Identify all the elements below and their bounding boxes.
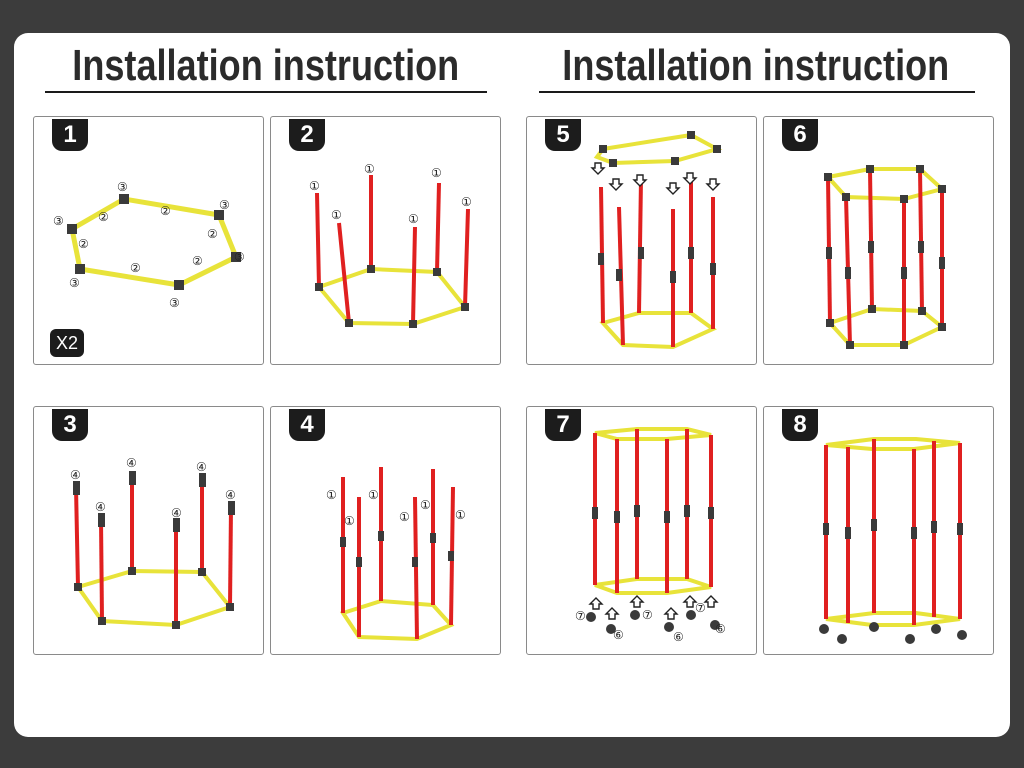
part-label-tall-connector: ④	[95, 500, 106, 514]
part-label-tall-connector: ④	[225, 488, 236, 502]
part-label-rail: ②	[78, 237, 89, 251]
down-arrow-icon-set	[590, 162, 721, 195]
part-label-upright: ①	[364, 162, 375, 176]
step-8-panel: 8	[763, 406, 994, 655]
part-label-connector: ③	[169, 296, 180, 310]
part-label-caster-sleeve: ⑦	[642, 608, 653, 622]
part-label-upright: ①	[326, 488, 337, 502]
part-label-upright: ①	[431, 166, 442, 180]
part-label-rail: ②	[160, 204, 171, 218]
step-5-panel: 5	[526, 116, 757, 365]
step-3-panel: 3 ④ ④ ④ ④ ④ ④	[33, 406, 264, 655]
up-arrow-icon-set	[588, 595, 719, 620]
part-label-caster-wheel: ⑥	[613, 628, 624, 642]
part-label-tall-connector: ④	[171, 506, 182, 520]
step-4-panel: 4 ① ① ① ① ① ①	[270, 406, 501, 655]
step-3-diagram: ④ ④ ④ ④ ④ ④	[70, 456, 236, 629]
step-1-badge: 1	[52, 119, 88, 151]
step-4-badge: 4	[289, 409, 325, 441]
part-label-upright: ①	[309, 179, 320, 193]
part-label-tall-connector: ④	[70, 468, 81, 482]
part-label-set: ③ ③ ③ ③ ③ ③ ② ② ② ② ② ②	[53, 180, 245, 310]
heading-right-underline	[539, 91, 975, 93]
step-5-diagram	[590, 131, 723, 350]
rail-set	[69, 196, 239, 288]
part-label-upright: ①	[420, 498, 431, 512]
part-label-caster-wheel: ⑥	[715, 622, 726, 636]
part-label-caster-sleeve: ⑦	[575, 609, 586, 623]
step-6-diagram	[824, 165, 947, 349]
part-label-tall-connector: ④	[196, 460, 207, 474]
quantity-x2-badge: X2	[50, 329, 84, 357]
part-label-connector: ③	[234, 250, 245, 264]
part-label-caster-wheel: ⑥	[673, 630, 684, 644]
part-label-upright: ①	[455, 508, 466, 522]
part-label-upright: ①	[331, 208, 342, 222]
step-1-panel: 1 ③ ③ ③ ③ ③ ③ ② ② ② ② ② ② X	[33, 116, 264, 365]
part-label-upright: ①	[399, 510, 410, 524]
part-label-rail: ②	[98, 210, 109, 224]
part-label-connector: ③	[53, 214, 64, 228]
step-5-badge: 5	[545, 119, 581, 151]
part-label-connector: ③	[117, 180, 128, 194]
part-label-rail: ②	[130, 261, 141, 275]
step-7-diagram: ⑦ ⑦ ⑦ ⑥ ⑥ ⑥	[575, 427, 726, 644]
part-label-rail: ②	[192, 254, 203, 268]
step-6-panel: 6	[763, 116, 994, 365]
step-7-panel: 7 ⑦	[526, 406, 757, 655]
step-6-badge: 6	[782, 119, 818, 151]
heading-right: Installation instruction	[562, 41, 950, 90]
part-label-caster-sleeve: ⑦	[695, 601, 706, 615]
part-label-upright: ①	[461, 195, 472, 209]
heading-left: Installation instruction	[72, 41, 460, 90]
step-1-hexagon-diagram: ③ ③ ③ ③ ③ ③ ② ② ② ② ② ②	[53, 180, 245, 310]
part-label-connector: ③	[69, 276, 80, 290]
step-8-badge: 8	[782, 409, 818, 441]
step-8-diagram	[819, 437, 967, 644]
heading-left-underline	[45, 91, 487, 93]
part-label-rail: ②	[207, 227, 218, 241]
part-label-upright: ①	[344, 514, 355, 528]
step-7-badge: 7	[545, 409, 581, 441]
part-label-tall-connector: ④	[126, 456, 137, 470]
step-2-badge: 2	[289, 119, 325, 151]
step-2-panel: 2 ① ① ① ① ① ①	[270, 116, 501, 365]
step-4-diagram: ① ① ① ① ① ①	[326, 467, 466, 642]
connector-set	[67, 194, 241, 290]
part-label-connector: ③	[219, 198, 230, 212]
hexagon-base	[315, 266, 469, 327]
step-2-diagram: ① ① ① ① ① ①	[309, 162, 472, 328]
step-3-badge: 3	[52, 409, 88, 441]
upright-set	[315, 175, 470, 325]
part-label-upright: ①	[408, 212, 419, 226]
part-label-upright: ①	[368, 488, 379, 502]
